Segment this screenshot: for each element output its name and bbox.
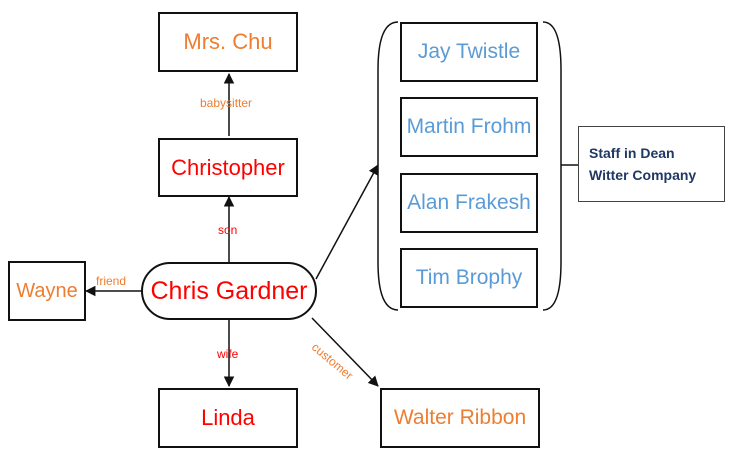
staff-box: Tim Brophy <box>400 248 538 308</box>
node-christopher: Christopher <box>158 138 298 197</box>
staff-name: Tim Brophy <box>415 266 523 289</box>
staff-group-label-box: Staff in Dean Witter Company <box>578 126 725 202</box>
edge-label-wife: wife <box>217 347 239 361</box>
left-bracket <box>377 21 399 311</box>
staff-box: Alan Frakesh <box>400 173 538 233</box>
staff-name: Martin Frohm <box>406 115 532 138</box>
node-walter-ribbon: Walter Ribbon <box>380 388 540 448</box>
node-mrs-chu: Mrs. Chu <box>158 12 298 72</box>
staff-box: Martin Frohm <box>400 97 538 157</box>
edge-staff-line <box>315 164 379 280</box>
edge-label-friend: friend <box>96 274 127 288</box>
node-linda: Linda <box>158 388 298 448</box>
staff-name: Jay Twistle <box>417 40 521 63</box>
edge-customer-line <box>311 317 379 387</box>
right-bracket <box>542 21 562 311</box>
staff-name: Alan Frakesh <box>407 191 531 214</box>
edge-label-son: son <box>218 223 238 237</box>
node-chris-gardner-label: Chris Gardner <box>150 276 308 305</box>
node-christopher-label: Christopher <box>171 154 285 180</box>
staff-box: Jay Twistle <box>400 22 538 82</box>
staff-group-label: Staff in Dean Witter Company <box>589 144 697 183</box>
node-chris-gardner: Chris Gardner <box>141 262 317 320</box>
node-wayne: Wayne <box>8 261 86 321</box>
node-wayne-label: Wayne <box>16 279 78 302</box>
node-linda-label: Linda <box>201 405 255 430</box>
node-mrs-chu-label: Mrs. Chu <box>183 29 273 54</box>
edge-label-babysitter: babysitter <box>200 96 253 110</box>
node-walter-ribbon-label: Walter Ribbon <box>393 406 527 429</box>
